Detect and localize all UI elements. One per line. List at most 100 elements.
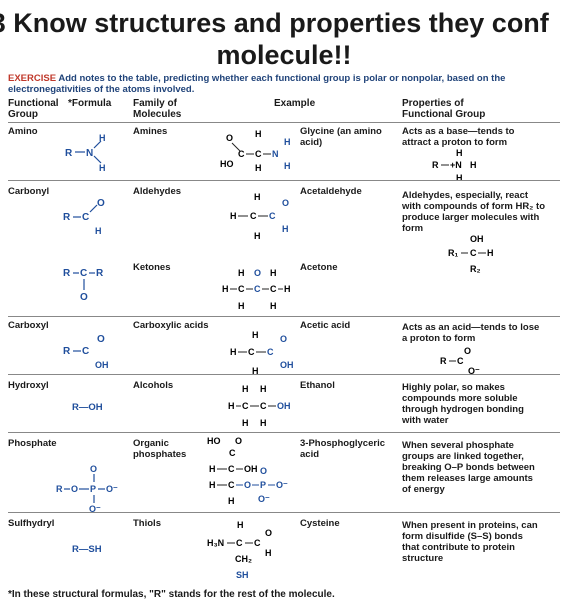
group-carbonyl: Carbonyl	[8, 186, 50, 197]
svg-text:H: H	[237, 520, 244, 530]
svg-text:O⁻: O⁻	[258, 494, 270, 504]
svg-text:H: H	[230, 211, 237, 221]
svg-text:H: H	[260, 384, 267, 394]
svg-text:O: O	[90, 464, 97, 474]
exercise-text: Add notes to the table, predicting wheth…	[8, 73, 506, 95]
slide-title-line-1: .3 Know structures and properties they c…	[0, 8, 549, 38]
svg-text:H₃N: H₃N	[207, 538, 224, 548]
example-glycine: Glycine (an amino acid)	[300, 126, 382, 148]
svg-text:H: H	[487, 248, 494, 258]
svg-text:O: O	[235, 436, 242, 446]
example-3-phosphoglyceric-acid: 3-Phosphoglyceric acid	[300, 438, 385, 460]
svg-text:C: C	[80, 268, 87, 279]
svg-text:O⁻: O⁻	[276, 480, 288, 490]
svg-text:H: H	[222, 284, 229, 294]
svg-text:H: H	[242, 418, 249, 428]
acetaldehyde-structure: H H C C O H H	[230, 192, 289, 241]
example-acetic-acid: Acetic acid	[300, 320, 351, 331]
svg-text:H: H	[238, 301, 245, 311]
svg-text:HO: HO	[220, 159, 234, 169]
header-functional-group: Functional Group	[8, 98, 59, 120]
svg-text:H: H	[209, 464, 216, 474]
svg-text:HO: HO	[207, 436, 221, 446]
example-ethanol: Ethanol	[300, 380, 335, 391]
amino-formula-structure: R N H H	[65, 133, 106, 173]
svg-text:O: O	[244, 480, 251, 490]
svg-text:O: O	[97, 198, 105, 209]
svg-text:O: O	[464, 346, 471, 356]
acetic-acid-structure: H H C C O OH H	[230, 330, 294, 376]
svg-text:O: O	[97, 334, 105, 345]
footnote: *In these structural formulas, "R" stand…	[8, 589, 335, 600]
svg-text:N: N	[86, 148, 93, 159]
svg-text:R₂: R₂	[470, 264, 481, 274]
svg-text:R: R	[440, 356, 447, 366]
row-divider-5	[8, 512, 560, 513]
svg-text:CH₂: CH₂	[235, 554, 252, 564]
svg-text:H: H	[270, 268, 277, 278]
phosphate-formula-structure: O R O P O⁻ O⁻	[56, 464, 118, 514]
svg-text:H: H	[254, 192, 261, 202]
svg-text:H: H	[284, 284, 291, 294]
header-family: Family of Molecules	[133, 98, 182, 120]
svg-text:H: H	[255, 163, 262, 173]
svg-text:O⁻: O⁻	[468, 366, 480, 376]
properties-carbonyl: Aldehydes, especially, react with compou…	[402, 190, 546, 234]
cysteine-structure: H H₃N C C O H CH₂ SH	[207, 520, 272, 580]
hydroxyl-formula: R—OH	[72, 402, 103, 413]
exercise-instructions: EXERCISE Add notes to the table, predict…	[8, 73, 558, 95]
svg-text:H: H	[284, 137, 291, 147]
phosphoglyceric-acid-structure: HO O C H C OH H C O P O⁻ O O⁻ H	[207, 436, 288, 506]
svg-text:C: C	[254, 284, 261, 294]
carbonyl-product-structure: OH R₁ C H R₂	[448, 234, 494, 274]
svg-text:C: C	[248, 347, 255, 357]
svg-text:R: R	[63, 212, 71, 223]
svg-text:O⁻: O⁻	[106, 484, 118, 494]
svg-text:P: P	[90, 484, 96, 494]
svg-text:SH: SH	[236, 570, 249, 580]
ketone-formula-structure: R C R O	[63, 268, 104, 303]
svg-text:C: C	[228, 480, 235, 490]
sulfhydryl-formula: R—SH	[72, 544, 102, 555]
svg-text:OH: OH	[470, 234, 484, 244]
svg-text:H: H	[252, 366, 259, 376]
svg-text:H: H	[254, 231, 261, 241]
svg-text:R₁: R₁	[448, 248, 458, 258]
svg-text:R: R	[432, 160, 439, 170]
family-aldehydes: Aldehydes	[133, 186, 182, 197]
svg-text:C: C	[250, 211, 257, 221]
aldehyde-formula-structure: R C O H	[63, 198, 105, 236]
group-amino: Amino	[8, 126, 38, 137]
svg-text:O: O	[282, 198, 289, 208]
svg-text:R: R	[56, 484, 63, 494]
header-properties: Properties of Functional Group	[402, 98, 486, 120]
svg-text:OH: OH	[280, 360, 294, 370]
svg-text:H: H	[265, 548, 272, 558]
svg-text:R: R	[65, 148, 73, 159]
svg-text:O: O	[226, 133, 233, 143]
svg-text:C: C	[269, 211, 276, 221]
row-divider-1	[8, 180, 560, 181]
svg-text:C: C	[236, 538, 243, 548]
amino-ammonium-structure: H R +N H H	[432, 148, 477, 183]
svg-text:C: C	[457, 356, 464, 366]
svg-text:OH: OH	[244, 464, 258, 474]
svg-text:R: R	[96, 268, 104, 279]
svg-text:O⁻: O⁻	[89, 504, 101, 514]
group-carboxyl: Carboxyl	[8, 320, 49, 331]
svg-text:H: H	[99, 133, 106, 143]
example-acetaldehyde: Acetaldehyde	[300, 186, 362, 197]
group-phosphate: Phosphate	[8, 438, 57, 449]
svg-text:C: C	[228, 464, 235, 474]
svg-text:C: C	[82, 346, 89, 357]
family-amines: Amines	[133, 126, 168, 137]
svg-text:O: O	[80, 292, 88, 303]
svg-text:H: H	[470, 160, 477, 170]
family-ketones: Ketones	[133, 262, 171, 273]
svg-text:H: H	[230, 347, 237, 357]
svg-text:OH: OH	[277, 401, 291, 411]
glycine-structure: O C HO C H H N H H	[220, 129, 291, 173]
example-cysteine: Cysteine	[300, 518, 340, 529]
properties-hydroxyl: Highly polar, so makes compounds more so…	[402, 382, 524, 426]
family-carboxylic-acids: Carboxylic acids	[133, 320, 209, 331]
